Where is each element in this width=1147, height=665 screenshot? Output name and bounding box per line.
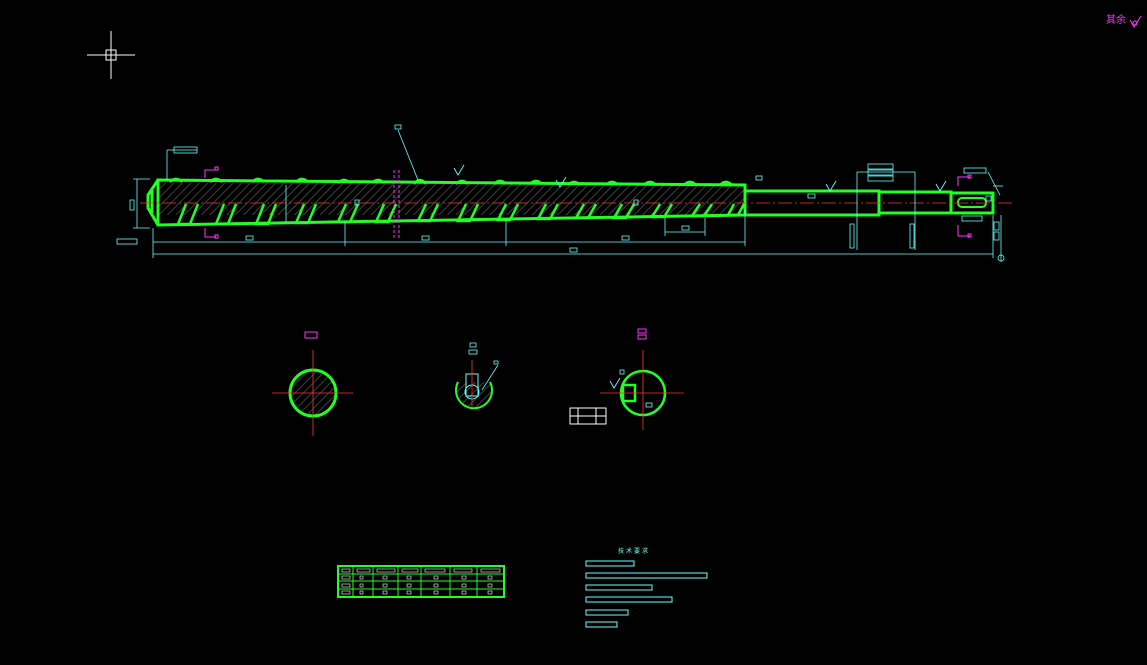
screw-flights-top: [169, 177, 733, 186]
top-right-note: 其余: [1106, 15, 1126, 26]
section-labels: [204, 166, 972, 239]
tolerance-frame: [569, 407, 607, 425]
section-view-round: [272, 331, 353, 436]
keyway-slot: [957, 197, 987, 208]
screw-root-hatch: [158, 183, 744, 215]
tech-requirements-lines: [585, 560, 708, 628]
screw-shaft-view: [116, 124, 1015, 262]
section-view-flight: [455, 342, 499, 410]
shaft-roughness-icons: [453, 164, 947, 192]
dimension-text-boxes: [116, 124, 1000, 253]
section-view-keyed: [569, 328, 684, 430]
roughness-symbol-icon: [1129, 15, 1142, 28]
crosshair-cursor-icon: [87, 31, 135, 79]
tech-requirements-title: 技术要求: [618, 548, 651, 555]
section-cut-marks: [393, 170, 400, 240]
dimension-lines: [133, 129, 1005, 262]
screw-flights-bottom: [176, 203, 746, 226]
parameter-table: [337, 565, 505, 598]
